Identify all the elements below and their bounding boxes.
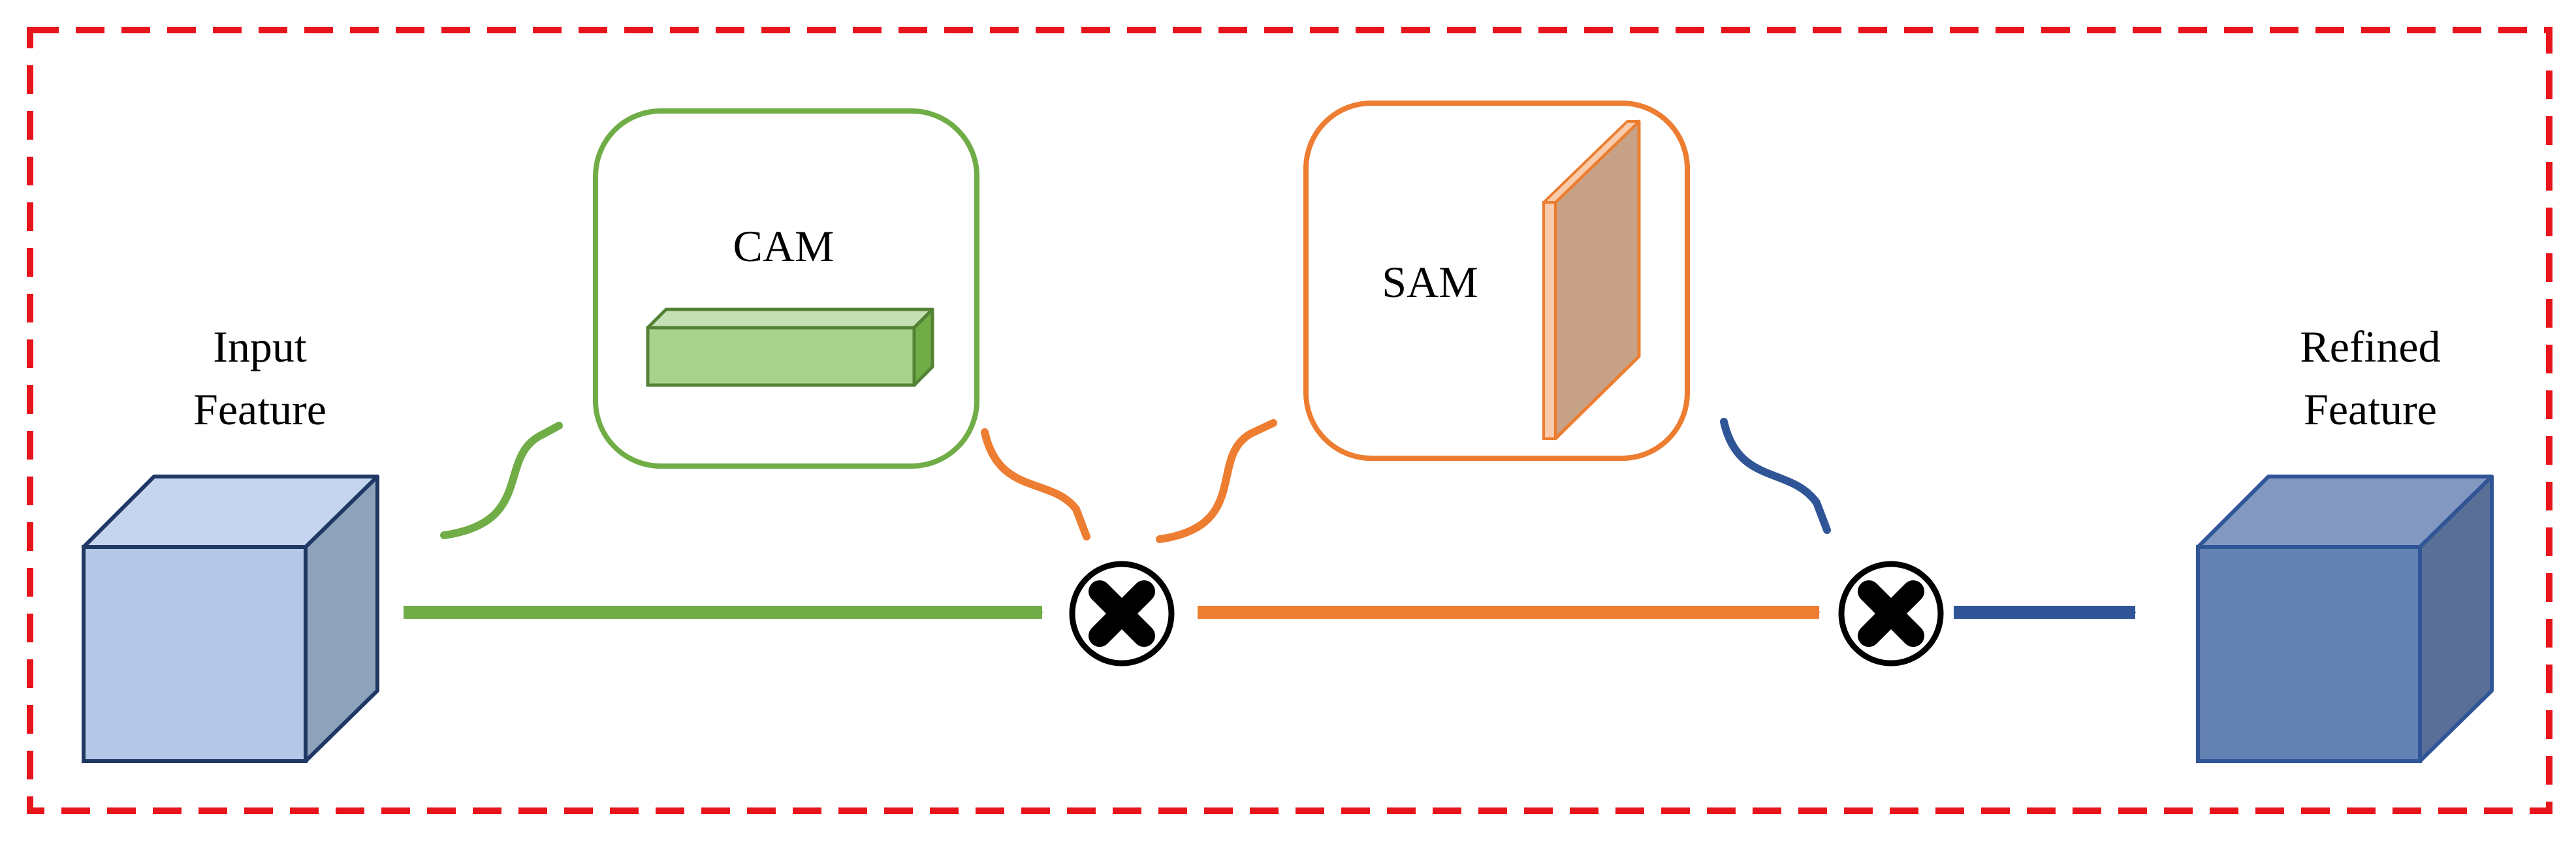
- multiply-icon: [1069, 561, 1175, 666]
- input-feature-cube: [82, 475, 379, 763]
- sam-module: SAM: [1303, 101, 1690, 461]
- dashed-border: [27, 27, 2552, 814]
- cam-label: CAM: [733, 221, 835, 271]
- input-cube-front-face: [82, 545, 308, 763]
- curved-arrow-multiply1-to-sam: [1156, 419, 1277, 543]
- refined-feature-label-line1: Refined: [2300, 322, 2440, 371]
- input-feature-label-line2: Feature: [193, 384, 326, 434]
- curved-arrow-input-to-cam: [440, 422, 563, 539]
- sam-plane-edge-front: [1542, 201, 1557, 440]
- input-feature-label-line1: Input: [213, 322, 307, 371]
- cam-box: [593, 108, 979, 469]
- refined-feature-cube: [2196, 475, 2494, 763]
- cam-bar-front-face: [646, 326, 916, 387]
- curved-arrow-cam-to-multiply1: [981, 428, 1090, 540]
- multiply-icon: [1838, 561, 1944, 666]
- refined-feature-label-line2: Feature: [2304, 384, 2437, 434]
- refined-cube-front-face: [2196, 545, 2422, 763]
- cam-module: CAM: [593, 108, 979, 469]
- sam-label: SAM: [1382, 257, 1478, 307]
- cam-bar-top-face: [646, 307, 934, 330]
- curved-arrow-sam-to-multiply2: [1720, 418, 1831, 534]
